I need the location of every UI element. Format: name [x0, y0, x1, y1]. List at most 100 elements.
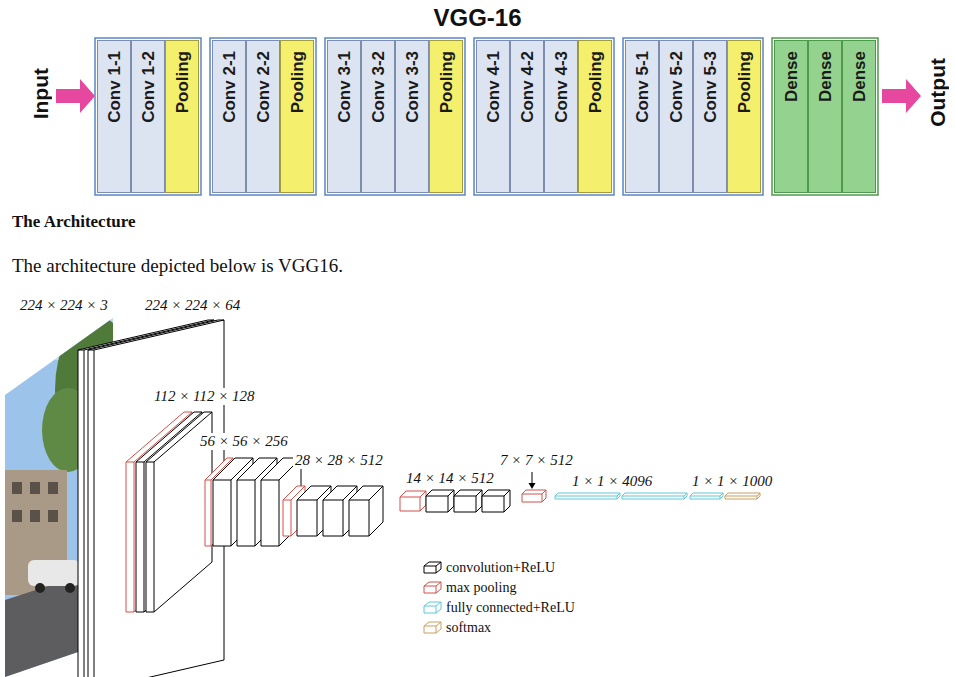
- layer-block-edges: [88, 320, 224, 677]
- legend-text: convolution+ReLU: [446, 559, 555, 577]
- layer-block-edges: [622, 493, 687, 499]
- layer-name: Pooling: [438, 51, 455, 113]
- layer-block: [555, 493, 620, 499]
- layer-block: [400, 491, 426, 511]
- legend-icon-edges: [424, 602, 441, 613]
- dense-block: Dense: [774, 40, 808, 193]
- conv-block: Conv 1-2: [131, 40, 165, 193]
- layer-name: Conv 4-1: [485, 51, 502, 123]
- legend-icons: [424, 562, 441, 633]
- conv-block: Conv 2-1: [212, 40, 246, 193]
- layer-name: Conv 2-1: [221, 51, 238, 123]
- layer-blocks: [78, 320, 760, 677]
- conv-block: Conv 5-1: [625, 40, 659, 193]
- layer-block-outline: [725, 493, 760, 499]
- layer-block: [482, 490, 510, 512]
- layer-name: Dense: [817, 51, 834, 102]
- group-outline: [474, 38, 614, 195]
- section-heading: The Architecture: [12, 211, 136, 233]
- photo-wheel: [35, 583, 45, 593]
- conv-block: Conv 3-3: [395, 40, 429, 193]
- pointer-line: [532, 472, 533, 484]
- layer-name: Pooling: [174, 51, 191, 113]
- layer-block-outline: [555, 493, 620, 499]
- legend-icon: [424, 562, 441, 573]
- layer-block: [349, 486, 383, 536]
- layer-name: Conv 1-1: [106, 51, 123, 123]
- legend-icon-edges: [424, 582, 441, 593]
- layer-block-edges: [349, 486, 383, 536]
- layer-block-edges: [690, 493, 723, 499]
- layer-name: Conv 3-2: [370, 51, 387, 123]
- legend-icon-edges: [424, 562, 441, 573]
- layer-name: Pooling: [587, 51, 604, 113]
- group-outline: [772, 38, 878, 195]
- pointer-head: [529, 483, 536, 489]
- legend-icon: [424, 622, 441, 633]
- layer-name: Conv 5-1: [634, 51, 651, 123]
- conv-block: Conv 5-3: [693, 40, 727, 193]
- photo-window: [30, 482, 40, 494]
- conv-block: Conv 4-3: [544, 40, 578, 193]
- conv-block: Conv 1-1: [97, 40, 131, 193]
- photo-window: [30, 510, 40, 522]
- photo-window: [48, 482, 58, 494]
- layer-block-edges: [555, 493, 620, 499]
- layer-block: [725, 493, 760, 499]
- layer-block: [454, 490, 482, 512]
- layer-name: Conv 5-3: [702, 51, 719, 123]
- output-arrow: [882, 79, 921, 113]
- layer-block-outline: [522, 490, 546, 502]
- photo-window: [48, 510, 58, 522]
- layer-block-outline: [426, 490, 454, 512]
- photo-car: [28, 560, 80, 586]
- group-outline: [623, 38, 763, 195]
- layer-block-outline: [400, 491, 426, 511]
- layer-name: Pooling: [736, 51, 753, 113]
- layer-name: Conv 2-2: [255, 51, 272, 123]
- dimension-label: 1 × 1 × 4096: [570, 473, 654, 490]
- dimension-label: 1 × 1 × 1000: [690, 473, 774, 490]
- legend-icon: [424, 582, 441, 593]
- legend-icon-outline: [424, 562, 441, 573]
- layer-name: Conv 1-2: [140, 51, 157, 123]
- description-text: The architecture depicted below is VGG16…: [12, 254, 343, 278]
- conv-block: Conv 3-2: [361, 40, 395, 193]
- group-outline: [210, 38, 316, 195]
- layer-name: Conv 4-2: [519, 51, 536, 123]
- legend-text: softmax: [446, 619, 491, 637]
- pooling-block: Pooling: [280, 40, 314, 193]
- pooling-block: Pooling: [727, 40, 761, 193]
- pooling-block: Pooling: [429, 40, 463, 193]
- photo-window: [12, 482, 22, 494]
- dimension-label: 224 × 224 × 3: [18, 297, 110, 314]
- dimension-label: 112 × 112 × 128: [152, 388, 257, 405]
- layer-block-edges: [522, 490, 546, 502]
- layer-block: [88, 320, 224, 677]
- legend-icon: [424, 602, 441, 613]
- layer-block-edges: [426, 490, 454, 512]
- layer-block-edges: [482, 490, 510, 512]
- flow-label: Input: [29, 68, 53, 119]
- layer-name: Conv 4-3: [553, 51, 570, 123]
- layer-name: Conv 3-3: [404, 51, 421, 123]
- layer-name: Conv 3-1: [336, 51, 353, 123]
- conv-block: Conv 4-1: [476, 40, 510, 193]
- flow-label: Output: [926, 58, 950, 127]
- legend-icon-outline: [424, 622, 441, 633]
- layer-block-edges: [725, 493, 760, 499]
- diagram-title: VGG-16: [0, 4, 955, 32]
- layer-block: [690, 493, 723, 499]
- conv-block: Conv 3-1: [327, 40, 361, 193]
- layer-block-edges: [400, 491, 426, 511]
- layer-block: [426, 490, 454, 512]
- photo-window: [12, 510, 22, 522]
- layer-block-outline: [454, 490, 482, 512]
- dense-block: Dense: [842, 40, 876, 193]
- dimension-label: 28 × 28 × 512: [293, 452, 385, 469]
- conv-block: Conv 2-2: [246, 40, 280, 193]
- legend-text: max pooling: [446, 579, 516, 597]
- photo-wheel: [65, 583, 75, 593]
- group-outline: [95, 38, 201, 195]
